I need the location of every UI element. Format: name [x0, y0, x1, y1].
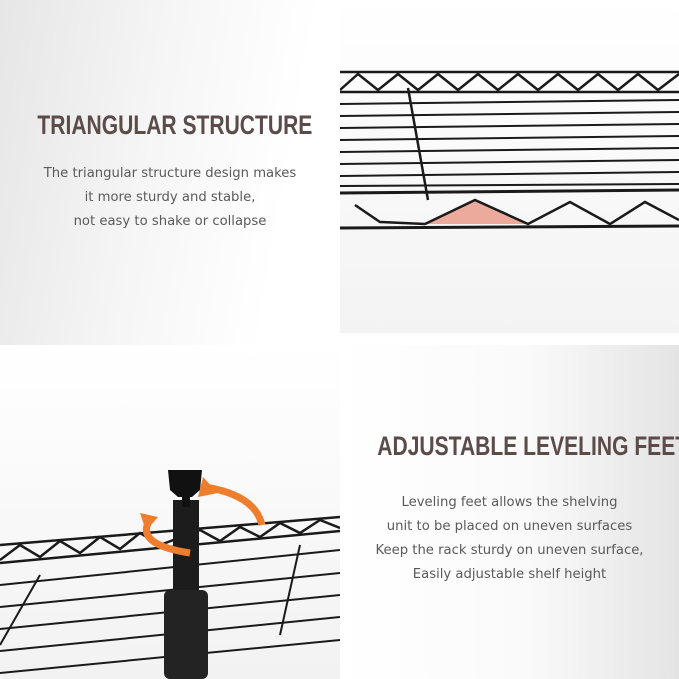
- description-line: unit to be placed on uneven surfaces: [386, 519, 633, 534]
- description-line: Easily adjustable shelf height: [412, 567, 607, 582]
- description-line: not easy to shake or collapse: [73, 214, 267, 229]
- leveling-knob: [168, 470, 202, 497]
- description-line: it more sturdy and stable,: [84, 190, 256, 205]
- leveling-feet-title: ADJUSTABLE LEVELING FEET: [377, 431, 679, 461]
- triangular-structure-title: TRIANGULAR STRUCTURE: [37, 110, 313, 140]
- leveling-feet-description: Leveling feet allows the shelving unit t…: [340, 491, 679, 587]
- wire-shelf-illustration: [340, 70, 679, 230]
- leveling-feet-panel: ADJUSTABLE LEVELING FEET Leveling feet a…: [340, 345, 679, 679]
- triangular-structure-panel: TRIANGULAR STRUCTURE The triangular stru…: [0, 0, 340, 345]
- description-line: Leveling feet allows the shelving: [401, 495, 618, 510]
- description-line: The triangular structure design makes: [43, 166, 297, 181]
- description-line: Keep the rack sturdy on uneven surface,: [375, 543, 644, 558]
- leveling-foot-illustration: [0, 470, 340, 679]
- triangular-structure-description: The triangular structure design makes it…: [0, 162, 340, 234]
- wire-shelf-closeup-image: [340, 0, 679, 333]
- leveling-foot-closeup-image: [0, 345, 340, 679]
